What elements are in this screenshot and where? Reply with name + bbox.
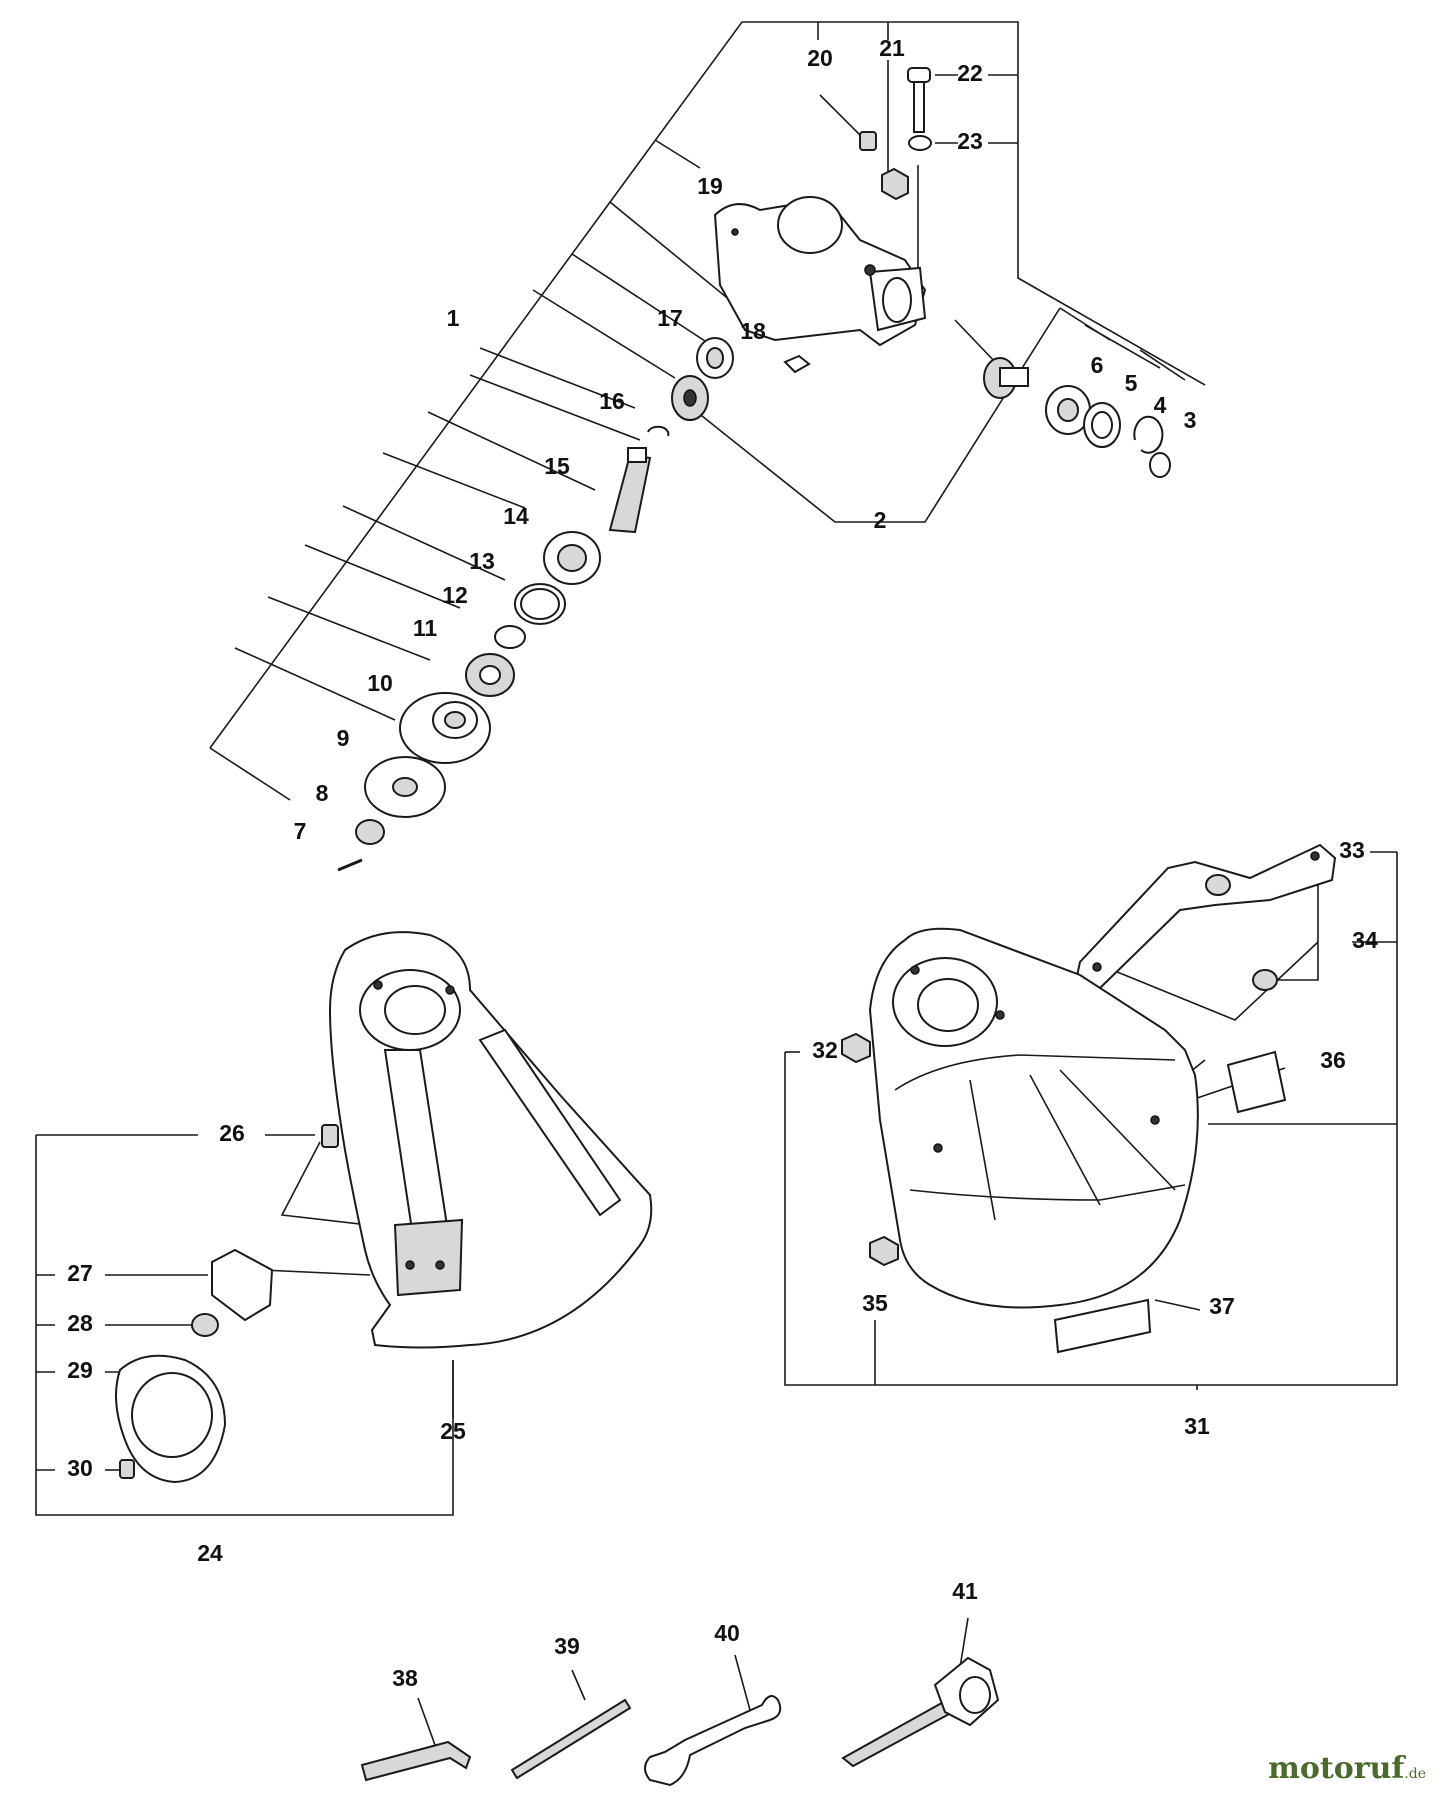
part-label-30: 30: [67, 1455, 93, 1481]
part-label-3: 3: [1184, 407, 1197, 433]
part-label-19: 19: [697, 173, 723, 199]
part-label-41: 41: [952, 1578, 978, 1604]
part-label-21: 21: [879, 35, 905, 61]
part-label-29: 29: [67, 1357, 93, 1383]
part-label-2: 2: [874, 507, 887, 533]
part-label-33: 33: [1339, 837, 1365, 863]
part-label-8: 8: [316, 780, 329, 806]
guard-assembly-left: [35, 931, 653, 1516]
part-label-15: 15: [544, 453, 570, 479]
part-label-20: 20: [807, 45, 833, 71]
guard-assembly-right: [784, 843, 1398, 1390]
part-label-32: 32: [812, 1037, 838, 1063]
part-label-34: 34: [1352, 927, 1378, 953]
part-label-5: 5: [1125, 370, 1138, 396]
part-label-35: 35: [862, 1290, 888, 1316]
part-label-16: 16: [599, 388, 625, 414]
part-label-7: 7: [294, 818, 307, 844]
part-label-14: 14: [503, 503, 529, 529]
watermark-brand: motoruf: [1268, 1751, 1405, 1786]
part-label-9: 9: [337, 725, 350, 751]
part-label-17: 17: [657, 305, 683, 331]
part-label-23: 23: [957, 128, 983, 154]
part-label-38: 38: [392, 1665, 418, 1691]
part-label-1: 1: [447, 305, 460, 331]
part-label-11: 11: [413, 615, 438, 641]
part-label-40: 40: [714, 1620, 740, 1646]
part-label-28: 28: [67, 1310, 93, 1336]
part-label-26: 26: [219, 1120, 245, 1146]
part-labels: 1 2 3 4 5 6 7 8 9 10 11 12 13 14 15 16 1…: [67, 35, 1378, 1691]
tools: [360, 1617, 1000, 1787]
part-label-6: 6: [1091, 352, 1104, 378]
part-label-13: 13: [469, 548, 495, 574]
part-label-4: 4: [1154, 392, 1167, 418]
part-label-27: 27: [67, 1260, 93, 1286]
part-label-12: 12: [442, 582, 468, 608]
part-label-36: 36: [1320, 1047, 1346, 1073]
part-label-24: 24: [197, 1540, 223, 1566]
part-label-39: 39: [554, 1633, 580, 1659]
part-label-22: 22: [957, 60, 983, 86]
watermark-logo: motoruf.de: [1268, 1751, 1426, 1786]
part-label-18: 18: [740, 318, 766, 344]
part-label-25: 25: [440, 1418, 466, 1444]
watermark-suffix: .de: [1404, 1766, 1426, 1782]
part-label-37: 37: [1209, 1293, 1235, 1319]
gearcase-assembly: [209, 21, 1206, 872]
part-label-10: 10: [367, 670, 393, 696]
part-label-31: 31: [1184, 1413, 1210, 1439]
